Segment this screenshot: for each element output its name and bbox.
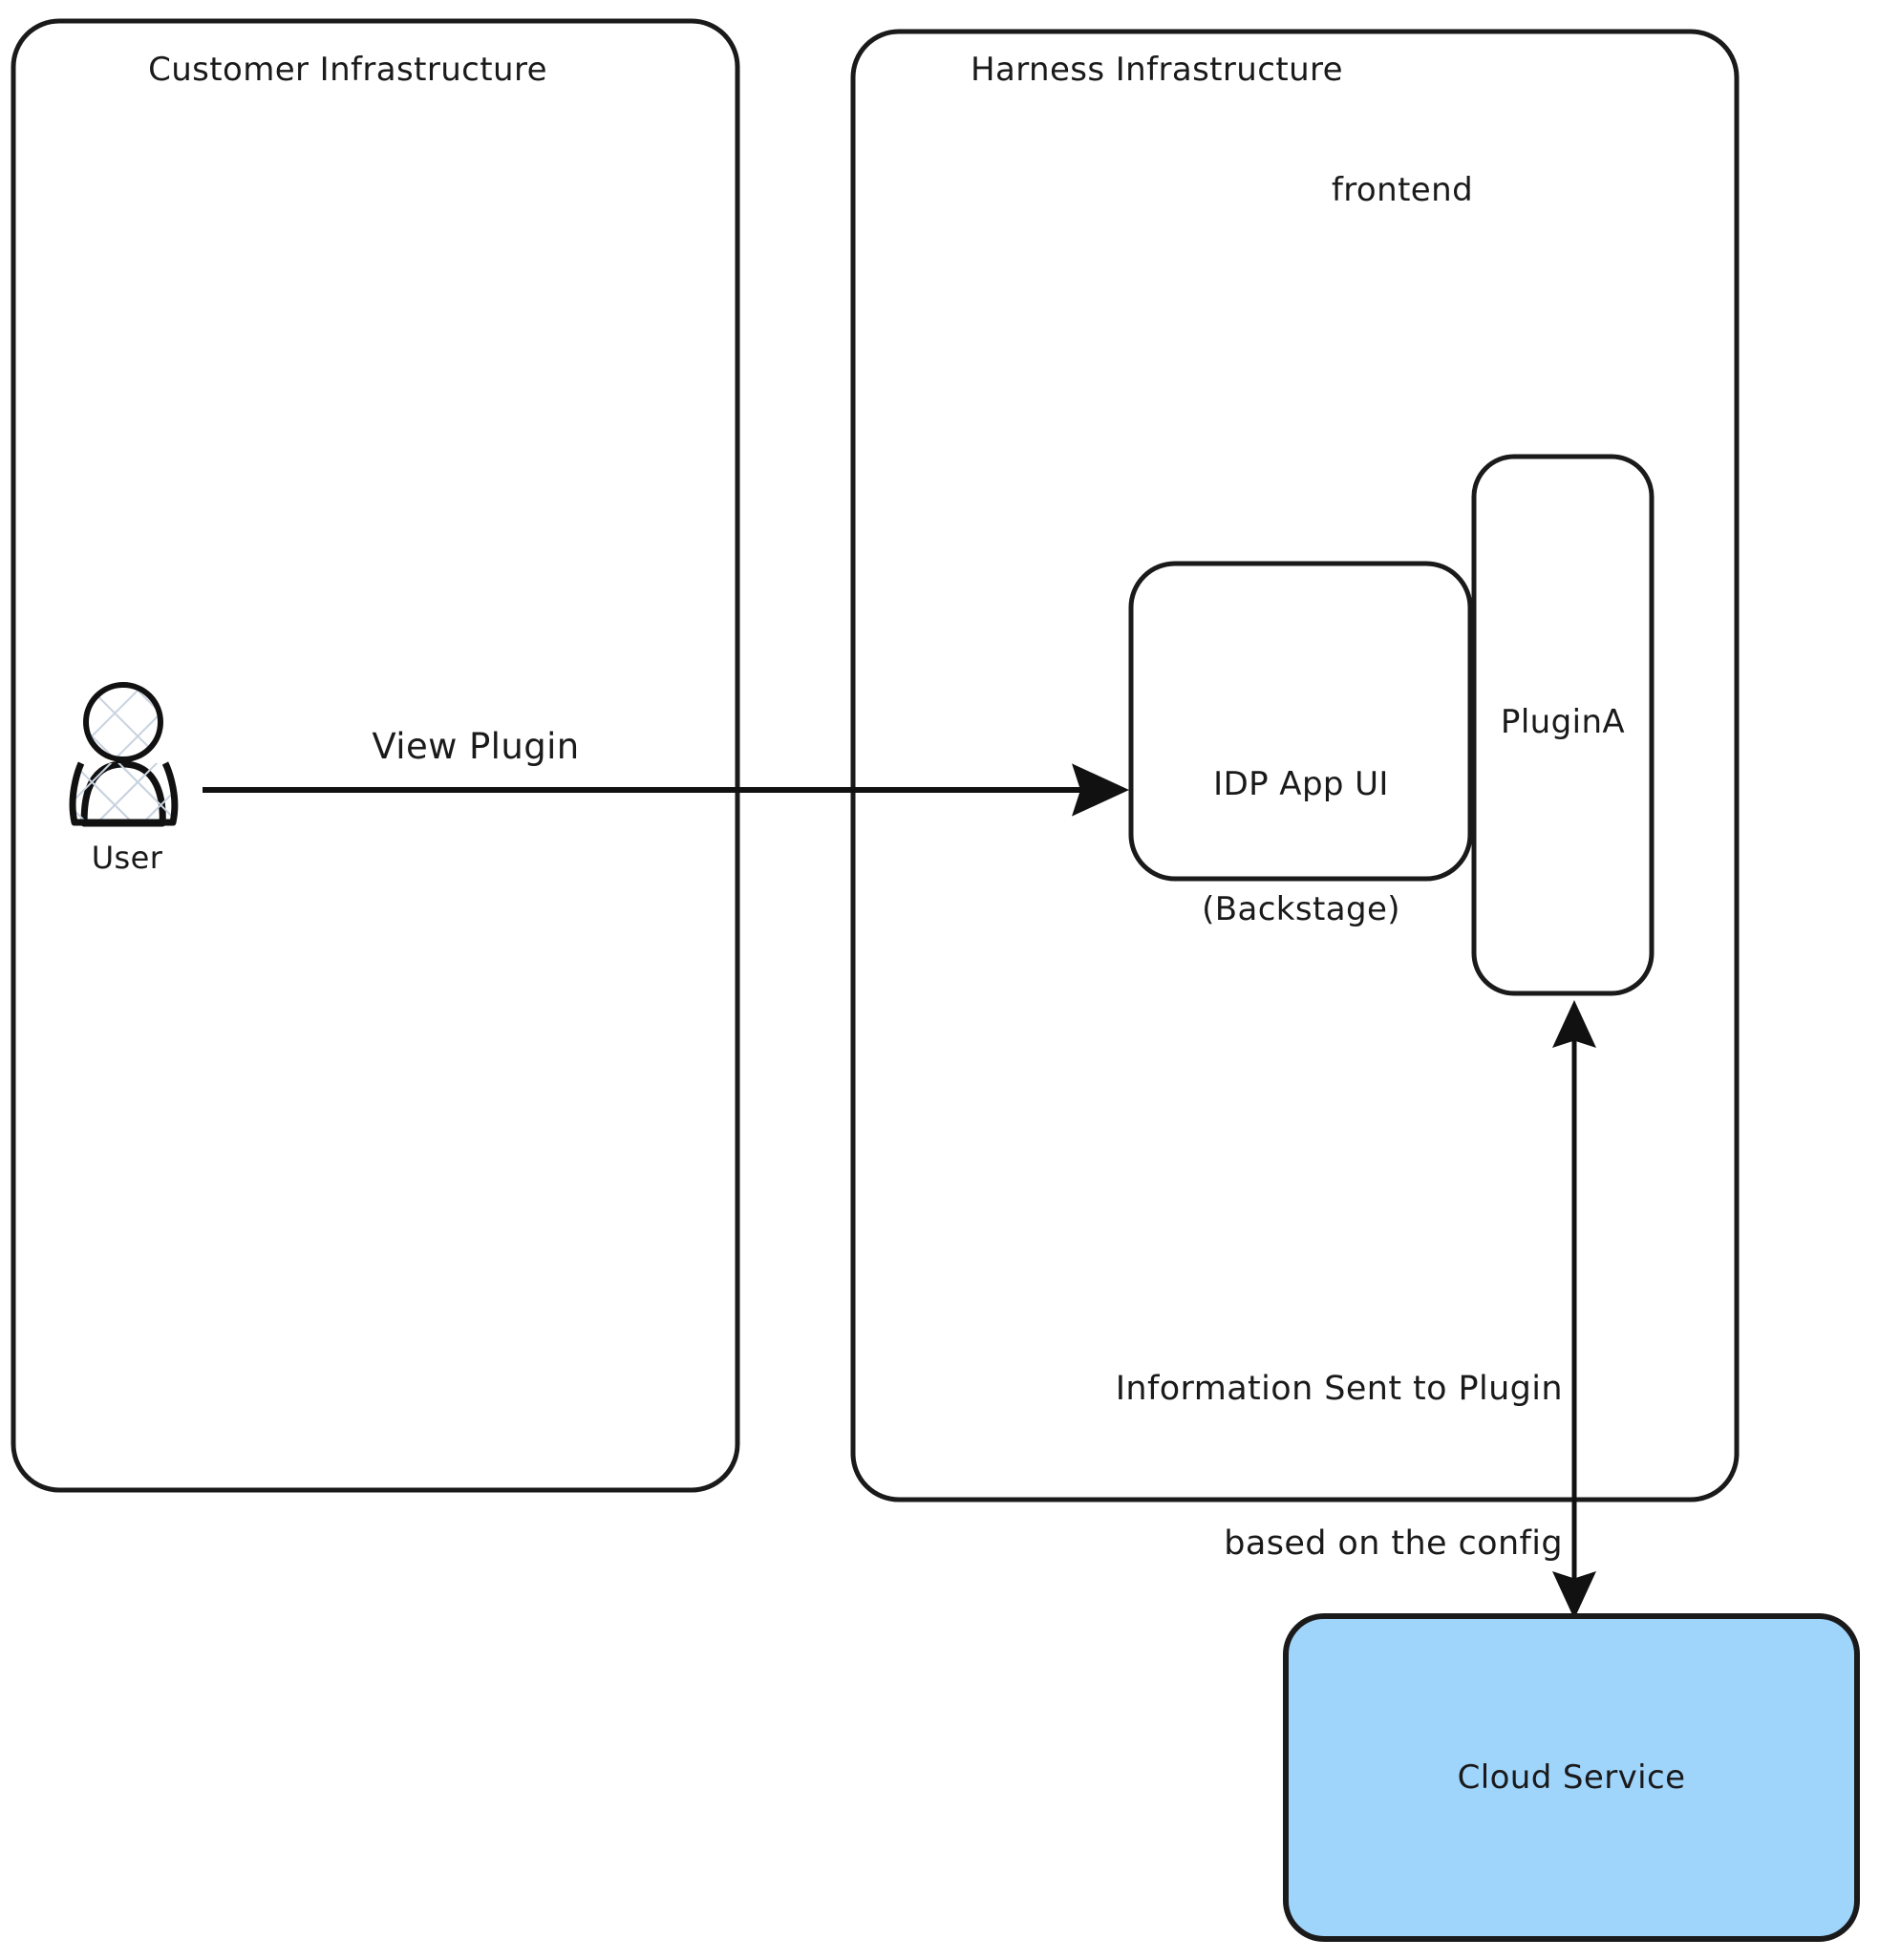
node-label-idp-app-ui-line2: (Backstage) <box>1202 889 1400 928</box>
container-title-harness-infrastructure: Harness Infrastructure <box>971 51 1343 89</box>
edge-label-cloud-to-plugin-line1: Information Sent to Plugin <box>1115 1369 1563 1408</box>
user-actor-icon <box>69 682 179 827</box>
edge-label-cloud-to-plugin-line2: based on the config <box>1224 1524 1563 1564</box>
node-label-plugin-a: PluginA <box>1500 703 1626 741</box>
node-cloud-service[interactable] <box>1283 1613 1860 1942</box>
node-label-cloud-service: Cloud Service <box>1457 1758 1686 1797</box>
edge-label-view-plugin: View Plugin <box>372 726 580 767</box>
node-label-idp-app-ui: IDP App UI (Backstage) <box>1202 681 1400 1013</box>
actor-label-user: User <box>91 840 163 876</box>
group-label-frontend: frontend <box>1331 171 1474 209</box>
container-customer-infrastructure <box>11 18 740 1493</box>
container-title-customer-infrastructure: Customer Infrastructure <box>148 51 547 89</box>
node-idp-app-ui[interactable] <box>1128 561 1473 882</box>
node-label-idp-app-ui-line1: IDP App UI <box>1213 765 1389 804</box>
edge-label-cloud-to-plugin: Information Sent to Plugin based on the … <box>1037 1259 1563 1673</box>
node-plugin-a[interactable] <box>1471 454 1655 996</box>
